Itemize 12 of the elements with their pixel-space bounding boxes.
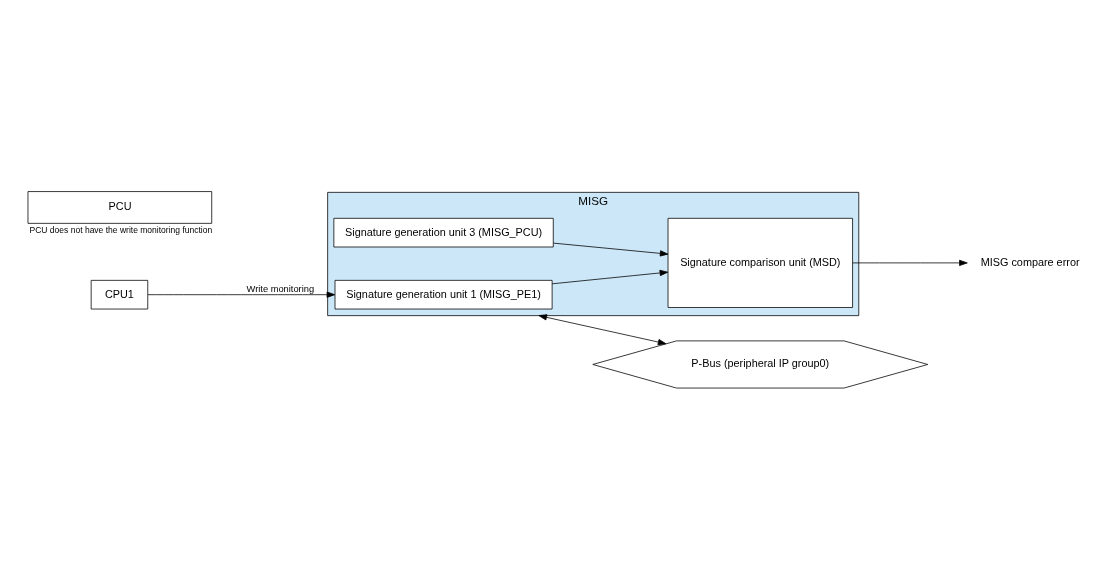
edge-label: Write monitoring bbox=[246, 284, 315, 295]
node-box: Signature generation unit 1 (MISG_PE1) bbox=[334, 279, 553, 310]
arrow bbox=[551, 269, 669, 285]
arrow bbox=[553, 242, 669, 257]
arrow bbox=[852, 259, 968, 266]
node-box: Signature generation unit 3 (MISG_PCU) bbox=[333, 217, 554, 248]
arrow bbox=[538, 314, 667, 346]
arrow bbox=[147, 291, 336, 298]
node-box: Signature comparison unit (MSD) bbox=[667, 217, 853, 308]
node-text: MISG compare error bbox=[980, 255, 1080, 268]
node-label: PCU does not have the write monitoring function bbox=[29, 225, 213, 236]
node-box: CPU1 bbox=[90, 279, 149, 310]
